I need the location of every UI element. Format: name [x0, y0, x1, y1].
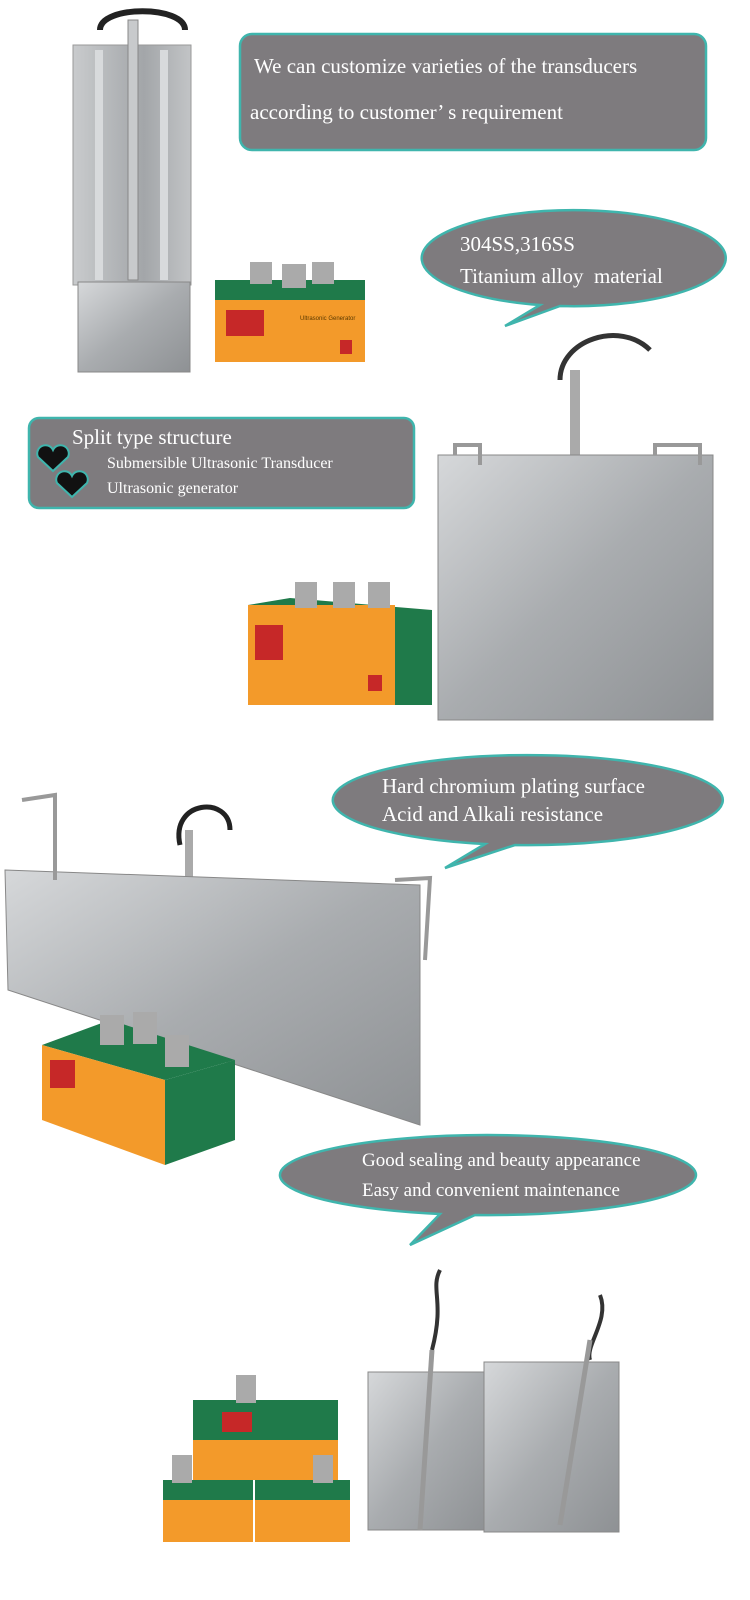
heart-icon — [36, 444, 70, 473]
vertical-transducer-image — [72, 8, 192, 373]
customize-line-2: according to customer’ s requirement — [250, 100, 563, 124]
split-title: Split type structure — [72, 425, 232, 449]
split-item-generator: Ultrasonic generator — [107, 480, 239, 497]
customize-line-1: We can customize varieties of the transd… — [254, 54, 638, 78]
customize-callout-box — [238, 32, 708, 152]
sealing-line-1: Good sealing and beauty appearance — [362, 1150, 641, 1171]
bar-transducer-image — [4, 792, 433, 1126]
heart-icon — [55, 470, 89, 499]
ultrasonic-generator-image — [42, 1012, 235, 1165]
ultrasonic-generators-image — [163, 1375, 350, 1542]
sealing-line-2: Easy and convenient maintenance — [362, 1180, 620, 1201]
ultrasonic-generator-image — [215, 262, 365, 362]
material-line-2: Titanium alloy material — [460, 264, 663, 288]
surface-line-2: Acid and Alkali resistance — [382, 802, 604, 826]
split-item-transducer: Submersible Ultrasonic Transducer — [107, 455, 333, 472]
split-callout-box — [27, 416, 416, 510]
material-line-1: 304SS,316SS — [460, 232, 575, 256]
material-callout-bubble — [420, 208, 727, 328]
generator-label: Ultrasonic Generator — [300, 316, 356, 322]
ultrasonic-generator-image — [248, 582, 432, 705]
surface-callout-bubble — [331, 753, 724, 870]
plate-transducer-image — [437, 333, 714, 721]
plate-transducers-image — [367, 1269, 620, 1533]
sealing-callout-bubble — [278, 1133, 698, 1247]
surface-line-1: Hard chromium plating surface — [382, 774, 645, 798]
